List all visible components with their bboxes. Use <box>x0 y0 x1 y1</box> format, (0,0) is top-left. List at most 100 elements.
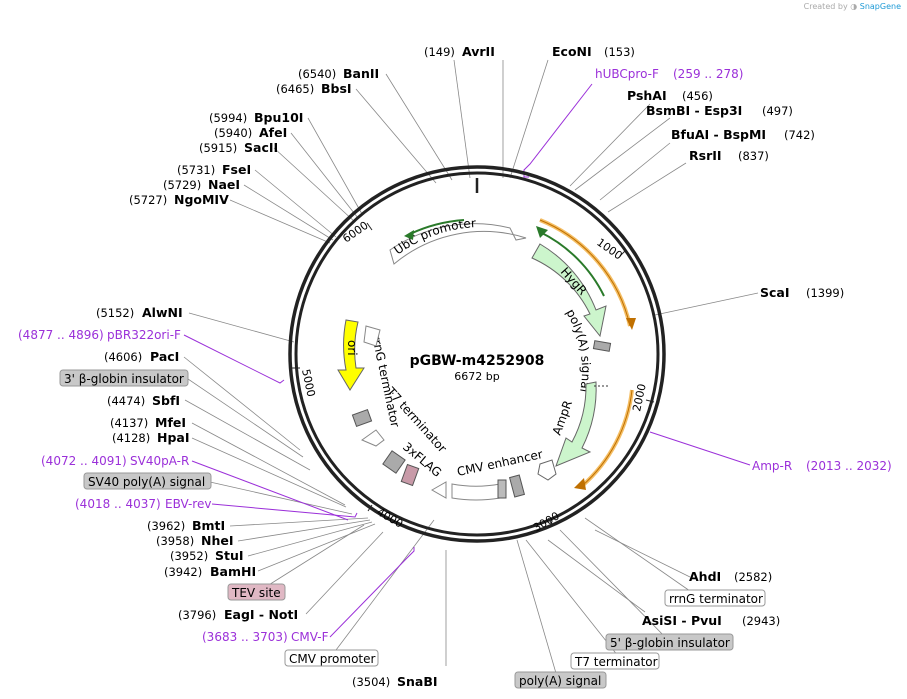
enzyme-name: SbfI <box>152 393 180 408</box>
ampr-label: AmpR <box>550 399 575 437</box>
enzyme-name: AvrII <box>462 44 495 59</box>
enzyme-name: AlwNI <box>142 305 183 320</box>
enzyme-pos: (5940) <box>214 126 252 140</box>
primer-name: Amp-R <box>752 459 792 473</box>
enzyme-pos: (3796) <box>178 608 216 622</box>
ruler-3000: 3000 <box>531 509 562 534</box>
enzyme-pos: (6540) <box>298 67 336 81</box>
ruler-1000: 1000 <box>594 236 624 263</box>
enzyme-leaders <box>183 59 759 666</box>
primer-range: (4018 .. 4037) <box>75 497 161 511</box>
ubc-label: UbC promoter <box>391 216 476 257</box>
hygr-arrow <box>531 243 607 338</box>
ori-label: ori <box>345 340 359 356</box>
cmv-enhancer-arrow <box>451 483 501 501</box>
enzyme-name: AsiSI - PvuI <box>642 613 722 628</box>
enzyme-pos: (149) <box>424 45 455 59</box>
enzyme-pos: (1399) <box>806 286 844 300</box>
enzyme-name: Bpu10I <box>254 110 303 125</box>
primer-name: EBV-rev <box>165 497 211 511</box>
polya-box <box>592 340 612 352</box>
enzyme-labels: (149) AvrII EcoNI (153) PshAI (456) BsmB… <box>96 44 844 689</box>
enzyme-name: StuI <box>215 548 244 563</box>
cmv-label: CMV enhancer <box>456 447 544 479</box>
ori-arrow <box>337 319 365 391</box>
enzyme-pos: (153) <box>604 45 635 59</box>
ampr-arrow <box>555 381 597 467</box>
backbone <box>288 165 666 543</box>
enzyme-name: AfeI <box>259 125 287 140</box>
enzyme-name: BfuAI - BspMI <box>671 127 766 142</box>
feature-label: 3' β-globin insulator <box>64 372 184 386</box>
enzyme-name: BbsI <box>321 81 352 96</box>
enzyme-pos: (3962) <box>147 519 185 533</box>
enzyme-name: EagI - NotI <box>224 607 298 622</box>
enzyme-name: ScaI <box>760 285 790 300</box>
enzyme-pos: (3942) <box>164 565 202 579</box>
enzyme-pos: (5915) <box>199 141 237 155</box>
feature-label: CMV promoter <box>289 652 376 666</box>
enzyme-pos: (6465) <box>276 82 314 96</box>
primer-range: (3683 .. 3703) <box>202 630 288 644</box>
enzyme-pos: (742) <box>784 128 815 142</box>
enzyme-name: BanII <box>343 66 379 81</box>
ruler-2000: 2000 <box>630 383 649 413</box>
feature-label: TEV site <box>231 586 281 600</box>
ubc-promoter-arrow <box>389 223 527 265</box>
enzyme-name: PshAI <box>627 88 667 103</box>
enzyme-name: SacII <box>244 140 278 155</box>
enzyme-name: NgoMIV <box>174 192 229 207</box>
enzyme-name: HpaI <box>157 430 190 445</box>
credit-prefix: Created by <box>803 2 848 11</box>
enzyme-pos: (4128) <box>112 431 150 445</box>
rrng-label: rrnG terminator <box>369 334 402 429</box>
enzyme-pos: (5731) <box>177 163 215 177</box>
enzyme-pos: (3958) <box>156 534 194 548</box>
feature-label: T7 terminator <box>574 655 658 669</box>
enzyme-name: MfeI <box>155 415 186 430</box>
enzyme-name: NheI <box>201 533 234 548</box>
feature-label: poly(A) signal <box>519 674 601 688</box>
enzyme-pos: (4606) <box>104 350 142 364</box>
enzyme-name: NaeI <box>208 177 240 192</box>
enzyme-name: EcoNI <box>552 44 592 59</box>
enzyme-pos: (5152) <box>96 306 134 320</box>
boxed-feature-labels: rrnG terminator 5' β-globin insulator T7… <box>59 369 766 689</box>
plasmid-size: 6672 bp <box>454 370 499 383</box>
enzyme-name: FseI <box>222 162 251 177</box>
feature-label: 5' β-globin insulator <box>610 636 730 650</box>
primer-leaders <box>183 83 751 638</box>
enzyme-pos: (2943) <box>742 614 780 628</box>
primer-name: pBR322ori-F <box>107 328 181 342</box>
snapgene-credit: Created by ◑ SnapGene <box>804 2 901 11</box>
enzyme-pos: (3952) <box>170 549 208 563</box>
enzyme-name: BsmBI - Esp3I <box>646 103 742 118</box>
enzyme-name: SnaBI <box>397 674 438 689</box>
enzyme-name: BamHI <box>210 564 256 579</box>
enzyme-pos: (5727) <box>129 193 167 207</box>
primer-name: SV40pA-R <box>130 454 189 468</box>
primer-range: (4072 .. 4091) <box>41 454 127 468</box>
feature-label: rrnG terminator <box>669 592 763 606</box>
enzyme-pos: (497) <box>762 104 793 118</box>
ruler-4000: 4000 <box>375 505 406 530</box>
enzyme-name: RsrII <box>689 148 722 163</box>
primer-name: CMV-F <box>291 630 329 644</box>
enzyme-pos: (4137) <box>110 416 148 430</box>
primer-range: (2013 .. 2032) <box>806 459 892 473</box>
enzyme-name: BmtI <box>192 518 225 533</box>
primer-labels: hUBCpro-F (259 .. 278) Amp-R (2013 .. 20… <box>18 67 892 644</box>
enzyme-pos: (2582) <box>734 570 772 584</box>
enzyme-pos: (837) <box>738 149 769 163</box>
enzyme-pos: (5729) <box>163 178 201 192</box>
enzyme-pos: (5994) <box>209 111 247 125</box>
enzyme-name: AhdI <box>689 569 721 584</box>
flag-box <box>400 463 420 487</box>
enzyme-pos: (4474) <box>107 394 145 408</box>
credit-brand: SnapGene <box>859 2 901 11</box>
enzyme-name: PacI <box>150 349 179 364</box>
ruler-5000: 5000 <box>299 368 318 398</box>
primer-name: hUBCpro-F <box>595 67 659 81</box>
plasmid-name: pGBW-m4252908 <box>410 353 545 369</box>
